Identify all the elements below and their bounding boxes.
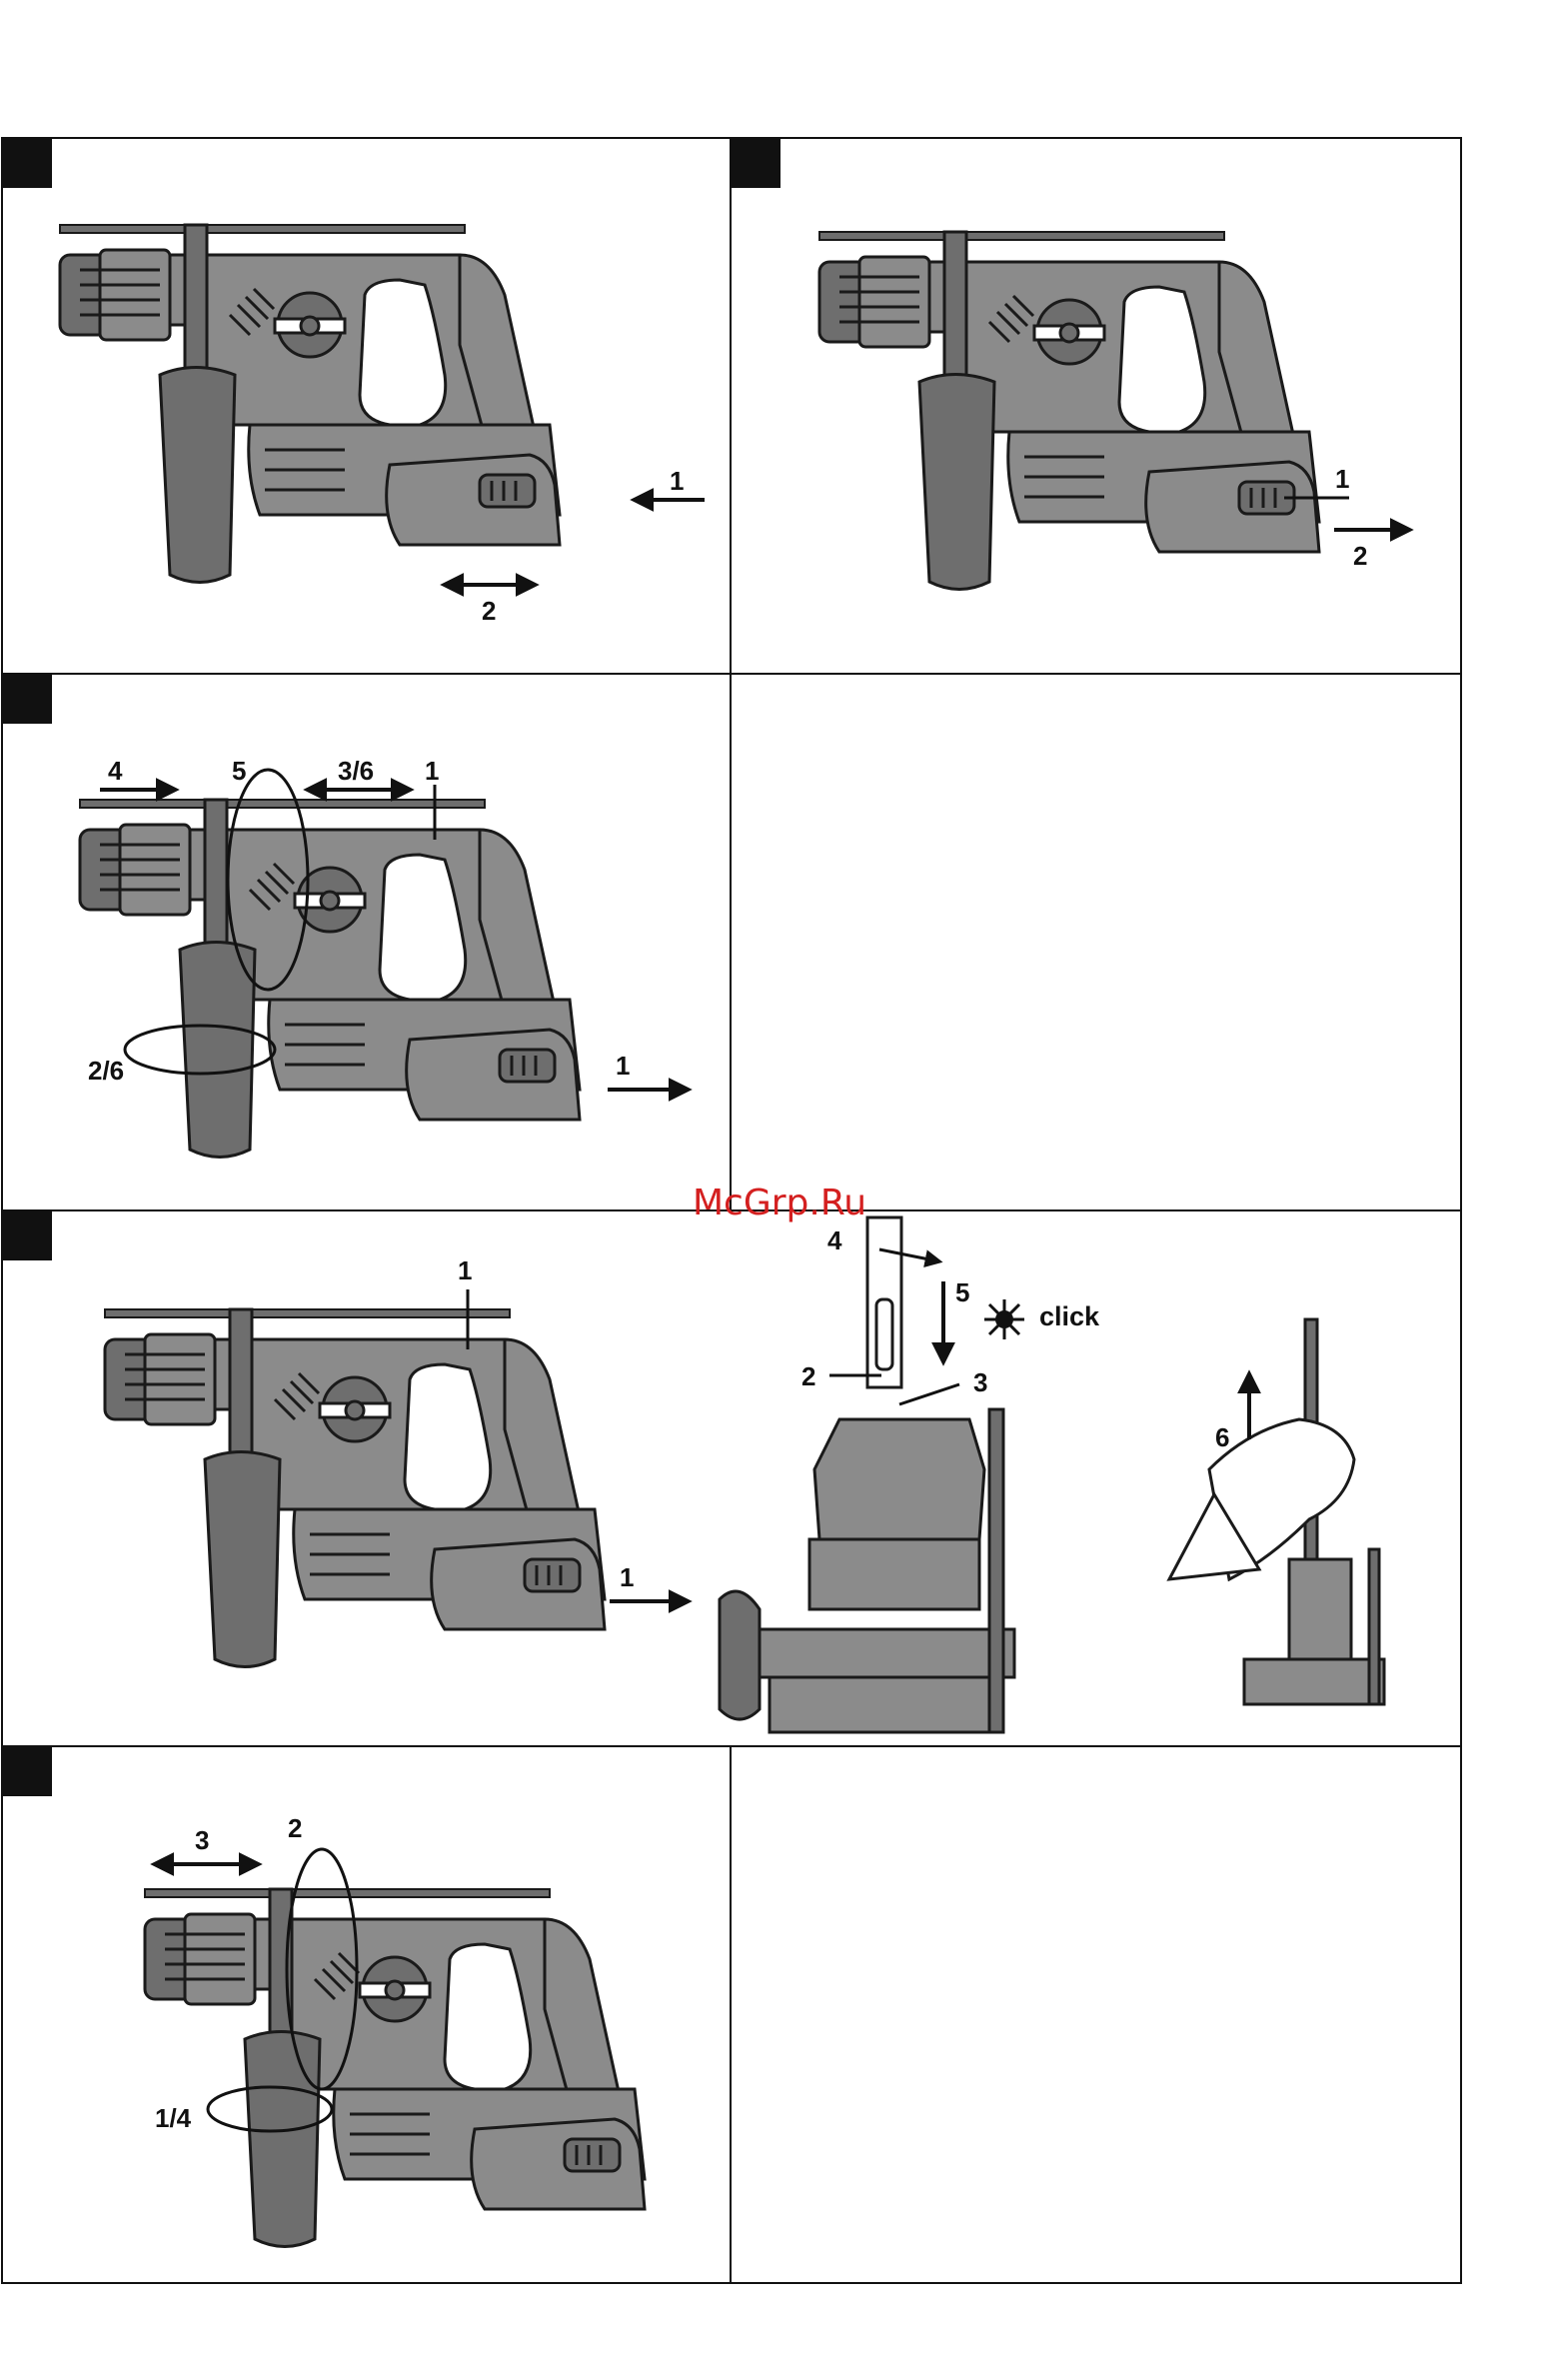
callout-label: 5 <box>232 756 246 786</box>
figure-1: 1 2 <box>60 225 705 626</box>
callout-label: 4 <box>827 1225 842 1255</box>
panel-marker <box>731 138 781 188</box>
callout-label: 2 <box>482 596 496 626</box>
click-burst-icon <box>984 1299 1024 1339</box>
callout-label: 3/6 <box>338 756 374 786</box>
panel-marker <box>2 674 52 724</box>
callout-label: 3 <box>195 1825 209 1855</box>
drill-illustration <box>60 225 560 583</box>
callout-label: 1 <box>458 1255 472 1285</box>
hand-removing-bit <box>1169 1319 1384 1704</box>
callout-label: 1 <box>425 756 439 786</box>
click-label: click <box>1039 1301 1100 1331</box>
figure-2: 1 2 <box>819 232 1409 590</box>
callout-label: 1 <box>1335 464 1349 494</box>
callout-label: 1/4 <box>155 2103 192 2133</box>
panel-marker <box>2 138 52 188</box>
callout-label: 2/6 <box>88 1056 124 1086</box>
panel-marker <box>2 1746 52 1796</box>
drill-illustration <box>819 232 1319 590</box>
drill-illustration <box>80 800 580 1158</box>
drill-illustration <box>105 1309 605 1667</box>
chuck-closeup <box>720 1217 1014 1732</box>
callout-label: 1 <box>670 466 684 496</box>
callout-label: 6 <box>1215 1422 1229 1452</box>
callout-label: 1 <box>616 1051 630 1081</box>
callout-label: 1 <box>620 1562 634 1592</box>
callout-label: 2 <box>801 1361 815 1391</box>
figure-5: 1 1 4 5 click 2 3 <box>105 1217 1384 1732</box>
figure-3: 4 5 3/6 1 2/6 1 <box>80 756 688 1158</box>
panel-marker <box>2 1210 52 1260</box>
callout-label: 2 <box>288 1813 302 1843</box>
callout-label: 4 <box>108 756 123 786</box>
callout-label: 5 <box>955 1277 969 1307</box>
callout-label: 3 <box>973 1367 987 1397</box>
watermark: McGrp.Ru <box>693 1183 866 1223</box>
drill-illustration <box>145 1889 645 2247</box>
callout-label: 2 <box>1353 541 1367 571</box>
figure-6: 3 2 1/4 <box>145 1813 645 2247</box>
